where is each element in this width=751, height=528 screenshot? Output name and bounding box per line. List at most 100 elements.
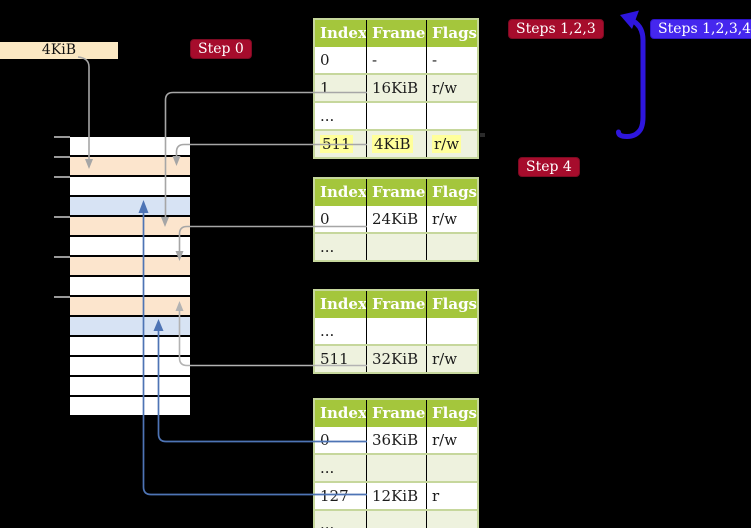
memory-tick bbox=[54, 156, 70, 158]
index-cell: 0 bbox=[320, 431, 330, 449]
column-header-index: Index bbox=[320, 24, 366, 42]
frame-cell: 12KiB bbox=[366, 483, 426, 509]
memory-row-blue bbox=[70, 317, 190, 335]
flags-cell bbox=[426, 234, 477, 260]
index-cell: ... bbox=[315, 511, 366, 528]
table-row: 1 16KiB r/w bbox=[315, 73, 477, 101]
memory-row-white bbox=[70, 397, 190, 415]
index-cell: ... bbox=[320, 107, 335, 125]
memory-tick bbox=[54, 136, 70, 138]
page-table-3: Index Frame Flags ... 511 32KiB r/w bbox=[313, 289, 479, 374]
memory-tick bbox=[54, 296, 70, 298]
flags-cell: r bbox=[426, 483, 477, 509]
highlighted-value: 4KiB bbox=[372, 135, 413, 153]
highlighted-value: r/w bbox=[432, 135, 462, 153]
memory-row-orange bbox=[70, 257, 190, 275]
index-cell: ... bbox=[315, 234, 366, 260]
table-row: 0 36KiB r/w bbox=[315, 427, 477, 453]
physical-memory-strip bbox=[70, 137, 190, 415]
frame-cell: 32KiB bbox=[366, 346, 426, 372]
page-size-label: 4KiB bbox=[0, 42, 118, 59]
index-cell: ... bbox=[320, 322, 335, 340]
table-row: ... bbox=[315, 232, 477, 260]
table-row: 511 32KiB r/w bbox=[315, 344, 477, 372]
memory-row-blue bbox=[70, 197, 190, 215]
column-header-frame: Frame bbox=[366, 291, 426, 318]
memory-row-white bbox=[70, 357, 190, 375]
table-row: 127 12KiB r bbox=[315, 481, 477, 509]
column-header-index: Index bbox=[320, 183, 366, 201]
table-row: 0 24KiB r/w bbox=[315, 206, 477, 232]
frame-cell: 4KiB bbox=[366, 131, 426, 157]
frame-cell bbox=[366, 511, 426, 528]
index-cell: 0 bbox=[320, 51, 330, 69]
memory-tick bbox=[54, 216, 70, 218]
table-header-row: Index Frame Flags bbox=[315, 291, 477, 318]
flags-cell: r/w bbox=[426, 346, 477, 372]
column-header-index: Index bbox=[320, 295, 366, 313]
flags-cell: r/w bbox=[426, 75, 477, 101]
column-header-frame: Frame bbox=[366, 20, 426, 47]
page-table-2: Index Frame Flags 0 24KiB r/w ... bbox=[313, 177, 479, 262]
page-table-1: Index Frame Flags 0 - - 1 16KiB r/w ... … bbox=[313, 18, 479, 159]
flags-cell: r/w bbox=[426, 206, 477, 232]
memory-row-white bbox=[70, 277, 190, 295]
frame-cell bbox=[366, 318, 426, 344]
badge-step-4: Step 4 bbox=[518, 157, 580, 177]
memory-row-white bbox=[70, 377, 190, 395]
memory-tick bbox=[54, 176, 70, 178]
memory-row-white bbox=[70, 137, 190, 155]
badge-steps-1-2-3: Steps 1,2,3 bbox=[508, 19, 604, 39]
flags-cell bbox=[426, 511, 477, 528]
frame-cell bbox=[366, 103, 426, 129]
column-header-frame: Frame bbox=[366, 179, 426, 206]
memory-row-white bbox=[70, 177, 190, 195]
table-row-highlighted: 511 4KiB r/w bbox=[315, 129, 477, 157]
memory-row-orange bbox=[70, 297, 190, 315]
frame-cell: 24KiB bbox=[366, 206, 426, 232]
frame-cell: - bbox=[366, 47, 426, 73]
index-cell: 127 bbox=[320, 487, 349, 505]
flags-cell: r/w bbox=[426, 131, 477, 157]
column-header-flags: Flags bbox=[426, 20, 477, 47]
memory-row-white bbox=[70, 337, 190, 355]
frame-cell: 16KiB bbox=[366, 75, 426, 101]
index-cell: 511 bbox=[315, 131, 366, 157]
table-header-row: Index Frame Flags bbox=[315, 20, 477, 47]
memory-tick bbox=[54, 256, 70, 258]
column-header-flags: Flags bbox=[426, 179, 477, 206]
badge-step-0: Step 0 bbox=[190, 39, 252, 59]
column-header-flags: Flags bbox=[426, 400, 477, 427]
frame-cell bbox=[366, 455, 426, 481]
table-row: ... bbox=[315, 509, 477, 528]
arrow-loop-back-steps bbox=[616, 10, 646, 140]
table-header-row: Index Frame Flags bbox=[315, 179, 477, 206]
flags-cell: r/w bbox=[426, 427, 477, 453]
flags-cell bbox=[426, 103, 477, 129]
dash-marker bbox=[480, 133, 485, 137]
index-cell: 0 bbox=[320, 210, 330, 228]
flags-cell bbox=[426, 455, 477, 481]
index-cell: ... bbox=[315, 455, 366, 481]
table-row: ... bbox=[315, 453, 477, 481]
badge-steps-1-2-3-4: Steps 1,2,3,4 bbox=[650, 19, 751, 39]
table-row: ... bbox=[315, 318, 477, 344]
index-cell: 511 bbox=[315, 346, 366, 372]
column-header-flags: Flags bbox=[426, 291, 477, 318]
highlighted-value: 511 bbox=[320, 135, 353, 153]
page-table-4: Index Frame Flags 0 36KiB r/w ... 127 12… bbox=[313, 398, 479, 528]
frame-cell: 36KiB bbox=[366, 427, 426, 453]
table-row: 0 - - bbox=[315, 47, 477, 73]
memory-row-orange bbox=[70, 217, 190, 235]
column-header-index: Index bbox=[320, 404, 366, 422]
memory-row-white bbox=[70, 237, 190, 255]
memory-row-orange bbox=[70, 157, 190, 175]
arrowhead-up-left-icon bbox=[620, 10, 639, 29]
frame-cell bbox=[366, 234, 426, 260]
flags-cell: - bbox=[426, 47, 477, 73]
flags-cell bbox=[426, 318, 477, 344]
column-header-frame: Frame bbox=[366, 400, 426, 427]
index-cell: 1 bbox=[315, 75, 366, 101]
table-header-row: Index Frame Flags bbox=[315, 400, 477, 427]
